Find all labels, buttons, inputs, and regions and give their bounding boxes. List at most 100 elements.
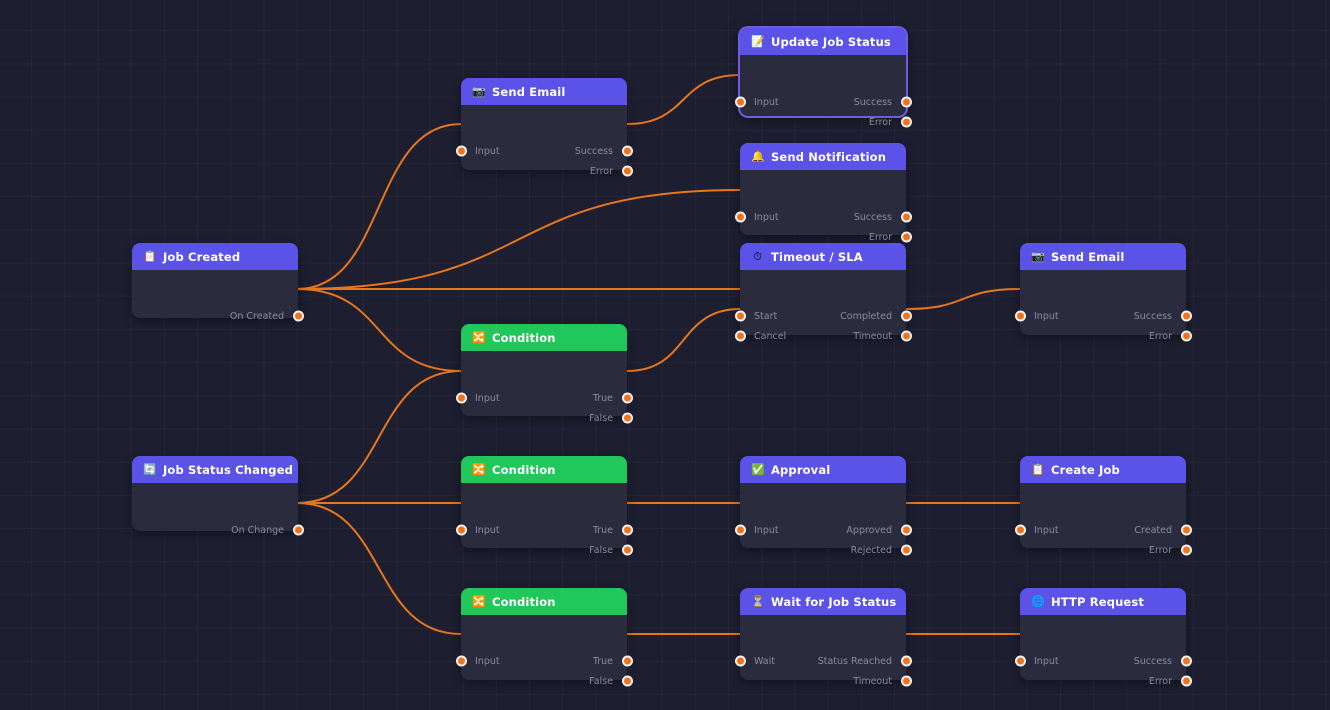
port-dot-icon[interactable] bbox=[900, 524, 912, 536]
node-header[interactable]: 📋Create Job bbox=[1020, 456, 1186, 483]
port-dot-icon[interactable] bbox=[621, 165, 633, 177]
port-dot-icon[interactable] bbox=[900, 544, 912, 556]
output-port[interactable]: Timeout bbox=[740, 326, 912, 346]
node-header[interactable]: 🔔Send Notification bbox=[740, 143, 906, 170]
node-header[interactable]: 📋Job Created bbox=[132, 243, 298, 270]
output-port[interactable]: On Created bbox=[132, 306, 304, 326]
output-port[interactable]: On Change bbox=[132, 520, 304, 540]
port-dot-icon[interactable] bbox=[1180, 310, 1192, 322]
port-dot-icon[interactable] bbox=[734, 524, 746, 536]
port-dot-icon[interactable] bbox=[1180, 675, 1192, 687]
output-port[interactable]: Error bbox=[740, 112, 912, 132]
port-dot-icon[interactable] bbox=[621, 655, 633, 667]
node-header[interactable]: ⏳Wait for Job Status bbox=[740, 588, 906, 615]
edge[interactable] bbox=[296, 123, 462, 290]
port-dot-icon[interactable] bbox=[900, 310, 912, 322]
port-dot-icon[interactable] bbox=[1180, 524, 1192, 536]
output-port[interactable]: False bbox=[461, 671, 633, 691]
port-dot-icon[interactable] bbox=[455, 655, 467, 667]
port-dot-icon[interactable] bbox=[1014, 524, 1026, 536]
edge[interactable] bbox=[296, 502, 462, 635]
node-header[interactable]: 🔀Condition bbox=[461, 456, 627, 483]
node-header[interactable]: 🔀Condition bbox=[461, 324, 627, 351]
node-header[interactable]: 📝Update Job Status bbox=[740, 28, 906, 55]
output-port[interactable]: Success bbox=[461, 141, 633, 161]
input-port[interactable]: Input bbox=[734, 520, 906, 540]
port-dot-icon[interactable] bbox=[621, 524, 633, 536]
edge[interactable] bbox=[626, 74, 741, 125]
output-port[interactable]: Success bbox=[1020, 651, 1192, 671]
port-dot-icon[interactable] bbox=[1180, 330, 1192, 342]
edge[interactable] bbox=[296, 189, 741, 290]
node-header[interactable]: ✅Approval bbox=[740, 456, 906, 483]
port-dot-icon[interactable] bbox=[900, 675, 912, 687]
port-dot-icon[interactable] bbox=[900, 96, 912, 108]
port-dot-icon[interactable] bbox=[621, 145, 633, 157]
output-port[interactable]: Error bbox=[1020, 671, 1192, 691]
edge[interactable] bbox=[626, 308, 741, 372]
port-dot-icon[interactable] bbox=[1180, 655, 1192, 667]
input-port[interactable]: Input bbox=[1014, 520, 1186, 540]
output-port[interactable]: Timeout bbox=[740, 671, 912, 691]
output-port[interactable]: Created bbox=[1020, 520, 1192, 540]
node-header[interactable]: 🌐HTTP Request bbox=[1020, 588, 1186, 615]
output-port[interactable]: Status Reached bbox=[740, 651, 912, 671]
output-port[interactable]: Error bbox=[1020, 326, 1192, 346]
port-dot-icon[interactable] bbox=[292, 310, 304, 322]
port-dot-icon[interactable] bbox=[734, 655, 746, 667]
edge[interactable] bbox=[296, 370, 462, 504]
port-dot-icon[interactable] bbox=[900, 231, 912, 243]
edge[interactable] bbox=[905, 288, 1021, 310]
output-port[interactable]: Error bbox=[740, 227, 912, 247]
edge[interactable] bbox=[296, 288, 462, 372]
input-port[interactable]: Input bbox=[1014, 651, 1186, 671]
port-dot-icon[interactable] bbox=[292, 524, 304, 536]
node-header[interactable]: 📷Send Email bbox=[461, 78, 627, 105]
output-port[interactable]: Error bbox=[461, 161, 633, 181]
port-dot-icon[interactable] bbox=[1014, 655, 1026, 667]
output-port[interactable]: Rejected bbox=[740, 540, 912, 560]
port-dot-icon[interactable] bbox=[900, 116, 912, 128]
output-port[interactable]: Success bbox=[740, 207, 912, 227]
input-port[interactable]: Input bbox=[455, 651, 627, 671]
port-dot-icon[interactable] bbox=[621, 392, 633, 404]
output-port[interactable]: True bbox=[461, 520, 633, 540]
output-port[interactable]: Completed bbox=[740, 306, 912, 326]
port-dot-icon[interactable] bbox=[1014, 310, 1026, 322]
node-header[interactable]: 🔄Job Status Changed bbox=[132, 456, 298, 483]
output-port[interactable]: True bbox=[461, 651, 633, 671]
input-port[interactable]: Input bbox=[1014, 306, 1186, 326]
port-dot-icon[interactable] bbox=[900, 330, 912, 342]
port-dot-icon[interactable] bbox=[900, 211, 912, 223]
output-port[interactable]: False bbox=[461, 408, 633, 428]
node-header[interactable]: 🔀Condition bbox=[461, 588, 627, 615]
port-dot-icon[interactable] bbox=[1180, 544, 1192, 556]
output-port[interactable]: Error bbox=[1020, 540, 1192, 560]
output-port[interactable]: False bbox=[461, 540, 633, 560]
port-dot-icon[interactable] bbox=[900, 655, 912, 667]
output-port[interactable]: Approved bbox=[740, 520, 912, 540]
output-port[interactable]: Success bbox=[1020, 306, 1192, 326]
node-header[interactable]: 📷Send Email bbox=[1020, 243, 1186, 270]
port-dot-icon[interactable] bbox=[621, 675, 633, 687]
output-port[interactable]: True bbox=[461, 388, 633, 408]
port-dot-icon[interactable] bbox=[621, 412, 633, 424]
input-port[interactable]: Wait bbox=[734, 651, 906, 671]
port-dot-icon[interactable] bbox=[621, 544, 633, 556]
output-port[interactable]: Success bbox=[740, 92, 912, 112]
